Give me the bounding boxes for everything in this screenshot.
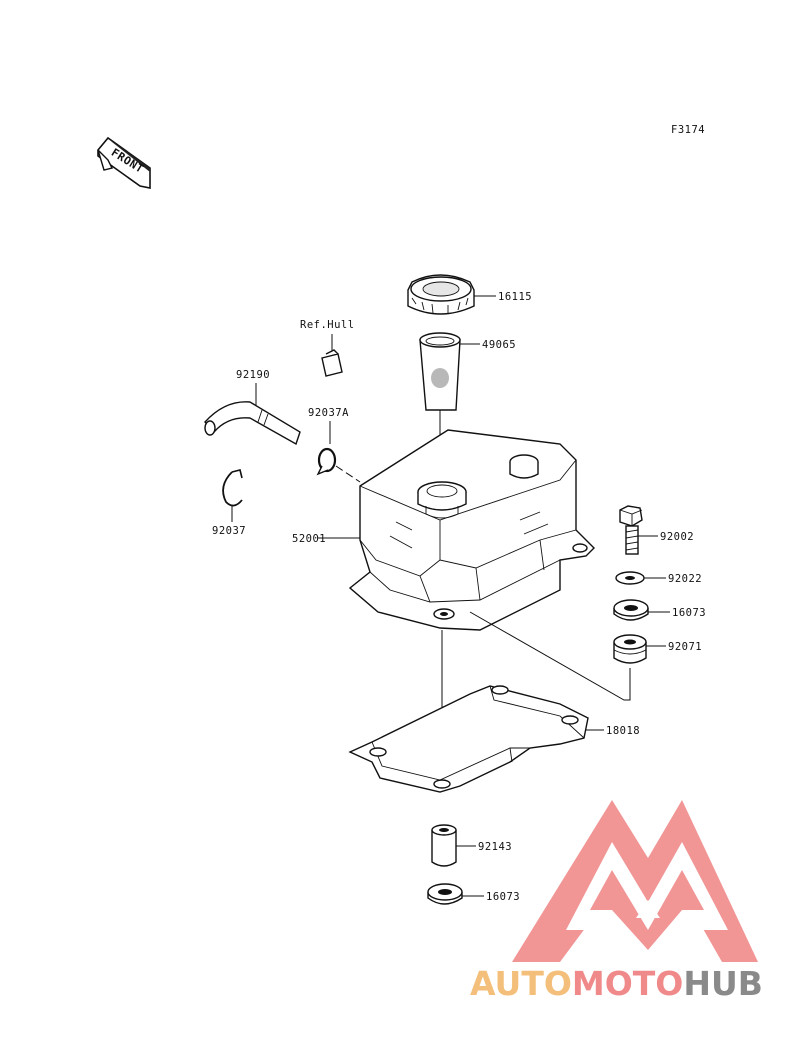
- grommet-lower-part: [427, 883, 463, 905]
- breather-hose-part: [204, 401, 301, 446]
- damper-part: [613, 634, 647, 664]
- watermark-auto: AUTO: [470, 964, 572, 1003]
- label-16073-upper: 16073: [672, 607, 706, 619]
- ref-hull-label: Ref.Hull: [300, 319, 355, 331]
- front-arrow-icon: FRONT: [97, 136, 151, 189]
- label-92143: 92143: [478, 841, 512, 853]
- fuel-tank-part: [335, 429, 595, 631]
- label-92071: 92071: [668, 641, 702, 653]
- label-18018: 18018: [606, 725, 640, 737]
- clip-part: [222, 469, 243, 507]
- svg-text:AUTOMOTOHUB: AUTOMOTOHUB: [470, 964, 763, 1003]
- bolt-part: [619, 505, 643, 555]
- label-49065: 49065: [482, 339, 516, 351]
- label-92022: 92022: [668, 573, 702, 585]
- watermark-text: AUTOMOTOHUB: [470, 964, 763, 1003]
- collar-part: [431, 824, 457, 867]
- washer-part: [615, 571, 645, 585]
- label-16073-lower: 16073: [486, 891, 520, 903]
- label-92190: 92190: [236, 369, 270, 381]
- label-52001: 52001: [292, 533, 326, 545]
- watermark-moto: MOTO: [572, 964, 683, 1003]
- grommet-upper-part: [613, 599, 649, 621]
- filler-cap-part: [407, 274, 475, 315]
- clamp-a-part: [316, 447, 337, 476]
- tank-tray-part: [348, 685, 589, 793]
- hull-clip-part: [321, 349, 343, 377]
- watermark-hub: HUB: [683, 964, 763, 1003]
- label-92037A: 92037A: [308, 407, 349, 419]
- label-92037: 92037: [212, 525, 246, 537]
- label-92002: 92002: [660, 531, 694, 543]
- strainer-part: [419, 332, 461, 411]
- label-16115: 16115: [498, 291, 532, 303]
- automotohub-logo: [512, 800, 758, 968]
- diagram-code: F3174: [671, 124, 705, 136]
